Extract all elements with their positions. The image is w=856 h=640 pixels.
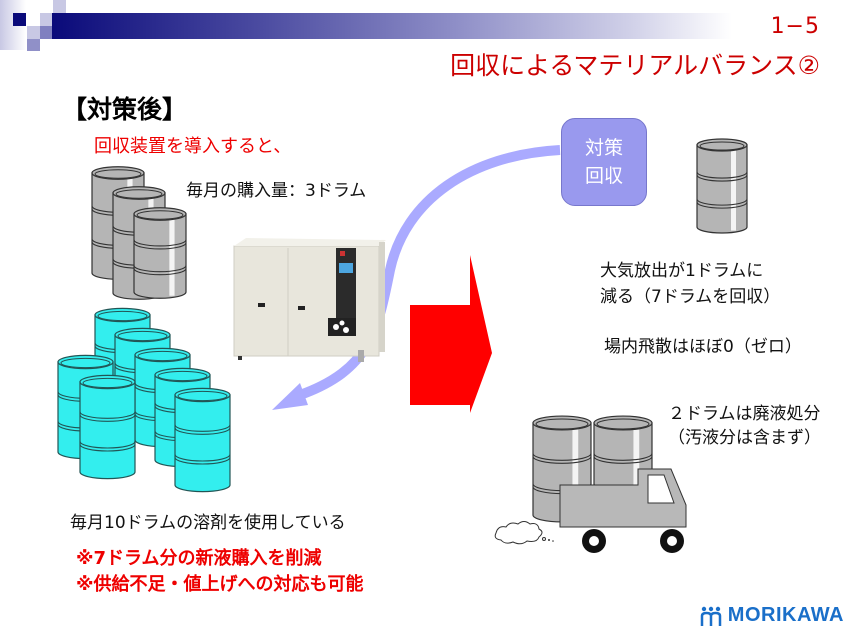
emission-line-2: 減る（7ドラムを回収）: [600, 287, 781, 307]
emission-line-1: 大気放出が1ドラムに: [600, 261, 764, 281]
recovery-box-line-1: 対策: [584, 137, 623, 159]
title-bar: [52, 13, 732, 39]
slide-number: 1−5: [770, 14, 820, 39]
recovery-box-line-2: 回収: [584, 165, 623, 187]
logo-mark-icon: [700, 606, 722, 626]
scatter-text: 場内飛散はほぼ0（ゼロ）: [604, 337, 802, 357]
note-supply: ※供給不足・値上げへの対応も可能: [76, 574, 364, 595]
waste-line-1: ２ドラムは廃液処分: [668, 404, 821, 424]
monthly-purchase-text: 毎月の購入量：3ドラム: [186, 181, 367, 201]
intro-text: 回収装置を導入すると、: [94, 136, 292, 157]
truck-illustration: [494, 468, 687, 553]
result-arrow: [410, 255, 492, 413]
waste-text: ２ドラムは廃液処分 （汚液分は含まず）: [668, 402, 821, 450]
recovery-box: 対策 回収: [561, 118, 647, 206]
drum-gray: [696, 138, 748, 234]
emission-text: 大気放出が1ドラムに 減る（7ドラムを回収）: [600, 258, 780, 310]
logo-text: MORIKAWA: [727, 604, 844, 626]
waste-line-2: （汚液分は含まず）: [668, 428, 821, 448]
drum-cyan: [79, 374, 136, 480]
monthly-usage-text: 毎月10ドラムの溶剤を使用している: [70, 513, 346, 533]
drum-gray: [133, 207, 187, 299]
note-reduction: ※7ドラム分の新液購入を削減: [76, 548, 322, 569]
slide-title: 回収によるマテリアルバランス②: [450, 51, 820, 80]
recovery-machine-image: [233, 238, 386, 362]
company-logo: MORIKAWA: [700, 604, 844, 627]
section-heading: 【対策後】: [62, 95, 188, 124]
drum-cyan: [174, 387, 231, 493]
